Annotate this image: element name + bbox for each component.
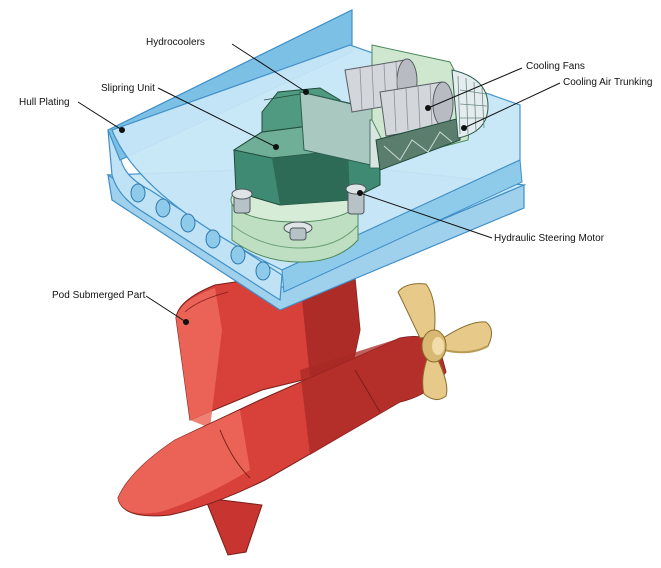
leader-pod-submerged-part <box>145 295 187 323</box>
leader-hydraulic-steering-motor <box>359 192 493 239</box>
leader-hydrocoolers <box>231 43 307 93</box>
steering-motor-right <box>345 183 367 215</box>
label-hydrocoolers: Hydrocoolers <box>146 37 205 48</box>
leader-lines <box>77 43 561 323</box>
label-pod-submerged-part: Pod Submerged Part <box>52 290 146 301</box>
leader-hull-plating <box>77 101 123 131</box>
leader-cooling-fans <box>427 67 523 109</box>
label-hull-plating: Hull Plating <box>19 97 70 108</box>
steering-motor-center <box>283 221 313 241</box>
pod-submerged-part <box>117 277 447 556</box>
label-cooling-fans: Cooling Fans <box>526 61 585 72</box>
label-hydraulic-steering-motor: Hydraulic Steering Motor <box>494 233 605 244</box>
leader-dots <box>119 89 467 325</box>
steering-motor-left <box>231 188 253 214</box>
hull-openings <box>130 183 271 281</box>
cooling-fans <box>344 44 473 171</box>
fan-lower <box>379 81 454 137</box>
label-cooling-air-trunking: Cooling Air Trunking <box>563 77 653 88</box>
leader-slipring-unit <box>157 87 277 148</box>
label-slipring-unit: Slipring Unit <box>101 83 155 94</box>
leader-cooling-air-trunking <box>463 82 561 129</box>
propeller <box>397 283 492 400</box>
